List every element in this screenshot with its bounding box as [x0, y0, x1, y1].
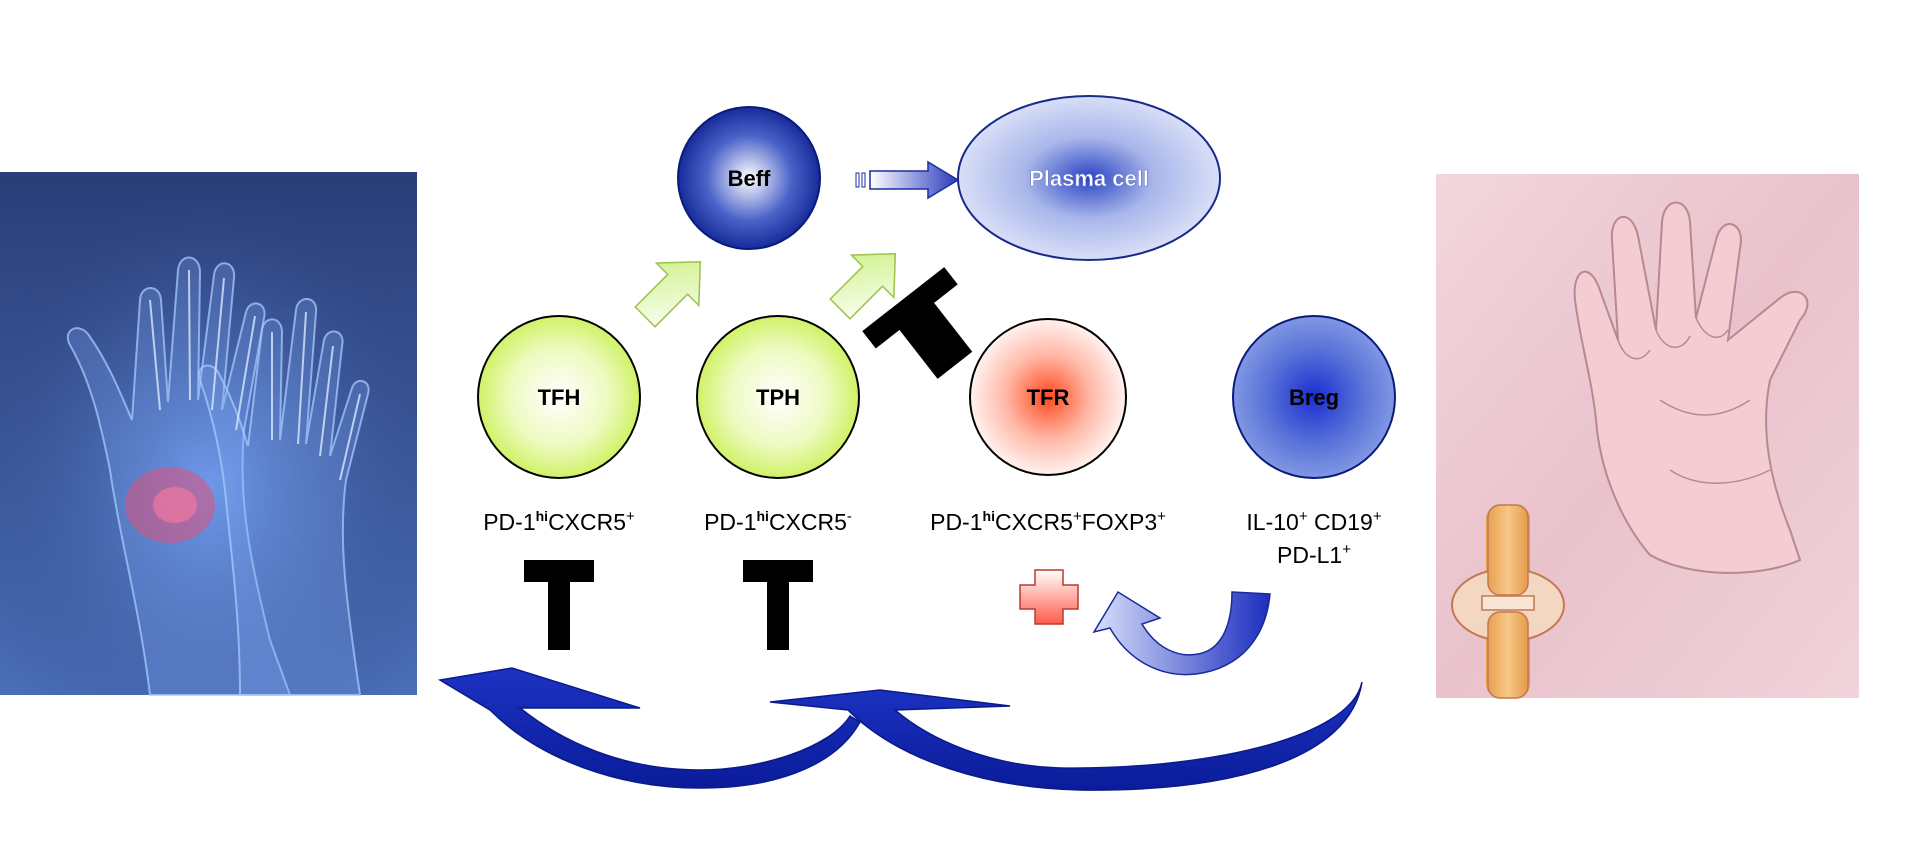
tph-marker-label: PD-1hiCXCR5-: [704, 508, 852, 535]
tfh-inhibition-bar-icon: [524, 560, 594, 650]
tfh-label: TFH: [538, 385, 581, 410]
tfr-label: TFR: [1027, 385, 1070, 410]
tph-to-plasma-arrow: [829, 252, 897, 320]
tph-region-to-tfh-curved-arrow: [437, 667, 862, 789]
tfr-marker-label: PD-1hiCXCR5+FOXP3+: [930, 508, 1166, 535]
breg-marker-label-line1: IL-10+ CD19+: [1246, 508, 1381, 535]
breg-marker-label-line2: PD-L1+: [1277, 541, 1351, 568]
tph-label: TPH: [756, 385, 800, 410]
breg-cell: Breg: [1232, 315, 1396, 479]
beff-to-plasma-arrow: [855, 160, 960, 200]
breg-to-tfr-curved-arrow: [1092, 590, 1271, 676]
promote-plus-icon: [1019, 569, 1079, 625]
hand-xray-illustration: [0, 172, 417, 696]
plasma-cell: Plasma cell: [957, 95, 1221, 261]
tfh-marker-label: PD-1hiCXCR5+: [483, 508, 635, 535]
breg-label: Breg: [1289, 385, 1339, 410]
plasma-cell-label: Plasma cell: [1029, 166, 1149, 191]
tfr-inhibition-bar-icon: [862, 267, 973, 379]
beff-cell: Beff: [677, 106, 821, 250]
beff-label: Beff: [728, 166, 771, 191]
breg-to-tph-curved-arrow: [769, 681, 1363, 791]
tfh-cell: TFH: [477, 315, 641, 479]
tph-cell: TPH: [696, 315, 860, 479]
tfh-to-beff-arrow: [634, 260, 702, 328]
tfr-cell: TFR: [969, 318, 1127, 476]
joint-inset: [1451, 504, 1565, 699]
tph-inhibition-bar-icon: [743, 560, 813, 650]
rheumatoid-hand-illustration: [1436, 174, 1859, 699]
